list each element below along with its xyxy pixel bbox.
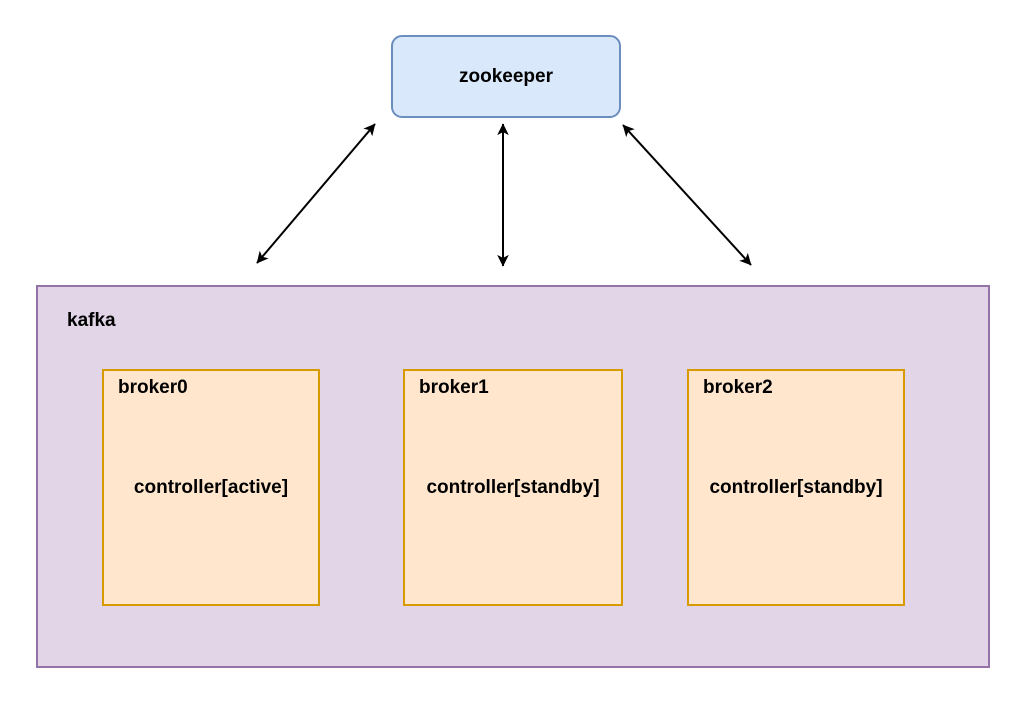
broker1-controller-label: controller[standby]	[426, 476, 600, 498]
broker1-node: broker1 controller[standby]	[403, 369, 623, 606]
broker1-label: broker1	[419, 377, 489, 398]
zookeeper-label: zookeeper	[459, 65, 553, 87]
zookeeper-kafka-arrow-left	[256, 123, 376, 264]
kafka-container: kafka broker0 controller[active] broker1…	[36, 285, 990, 668]
broker2-node: broker2 controller[standby]	[687, 369, 905, 606]
broker2-label: broker2	[703, 377, 773, 398]
broker0-node: broker0 controller[active]	[102, 369, 320, 606]
zookeeper-kafka-arrow-right	[622, 124, 752, 266]
broker2-controller-label: controller[standby]	[709, 476, 883, 498]
broker0-label: broker0	[118, 377, 188, 398]
zookeeper-node: zookeeper	[391, 35, 621, 118]
kafka-label: kafka	[67, 310, 116, 331]
broker0-controller-label: controller[active]	[133, 476, 289, 498]
